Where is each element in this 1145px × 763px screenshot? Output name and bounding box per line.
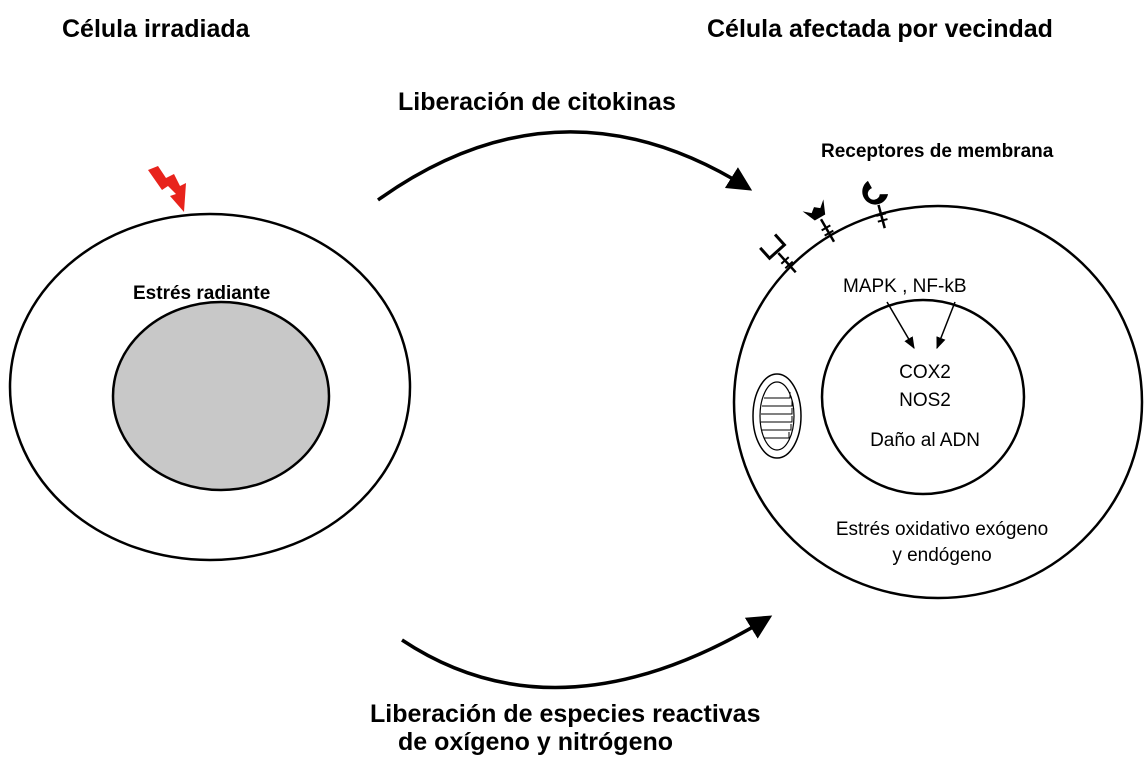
- receptor-y-shape-icon: [759, 233, 797, 274]
- bystander-cell-nucleus: [820, 298, 1026, 496]
- mapk-arrow: [886, 301, 915, 350]
- dna-damage-label: Daño al ADN: [870, 430, 980, 451]
- radiation-stress-label: Estrés radiante: [133, 283, 270, 304]
- reactive-species-label-line1: Liberación de especies reactivas: [370, 700, 761, 728]
- signaling-pathways-label: MAPK , NF-kB: [843, 276, 967, 297]
- oxidative-stress-label-line2: y endógeno: [892, 545, 991, 566]
- reactive-species-label-line2: de oxígeno y nitrógeno: [398, 728, 673, 756]
- bystander-cell: Receptores de membrana MAPK , NF-kB COX2…: [732, 141, 1144, 600]
- oxidative-stress-label-line1: Estrés oxidativo exógeno: [836, 519, 1048, 540]
- left-cell-title: Célula irradiada: [62, 15, 251, 43]
- membrane-receptors-label: Receptores de membrana: [821, 141, 1054, 162]
- cox2-label: COX2: [899, 362, 951, 383]
- irradiated-cell-membrane: [8, 212, 412, 562]
- nos2-label: NOS2: [899, 390, 951, 411]
- receptor-wrench-shape-icon: [862, 180, 889, 229]
- irradiated-cell: Estrés radiante: [8, 212, 412, 562]
- reactive-species-release-arrow: [401, 615, 773, 690]
- cytokine-release-label: Liberación de citokinas: [398, 88, 676, 116]
- lightning-bolt-icon: [148, 166, 186, 212]
- bystander-cell-membrane: [732, 204, 1144, 600]
- cytokine-release-arrow: [376, 130, 753, 202]
- mitochondrion-icon: [752, 373, 802, 459]
- nfkb-arrow: [936, 301, 956, 350]
- receptor-cup-shape-icon: [802, 199, 836, 243]
- irradiated-cell-nucleus: [111, 300, 331, 492]
- right-cell-title: Célula afectada por vecindad: [707, 15, 1053, 43]
